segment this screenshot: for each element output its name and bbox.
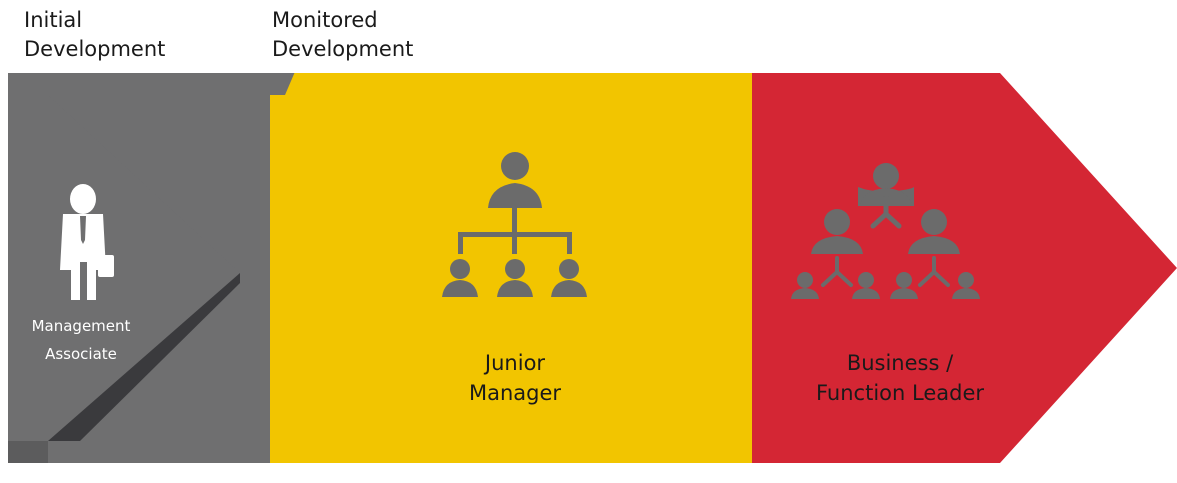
associate-chevron <box>8 95 240 441</box>
role-label-junior-manager: Junior Manager <box>468 351 562 405</box>
phase-label-initial-development: Initial Development <box>24 8 166 61</box>
business-person-icon <box>60 184 114 300</box>
role-label-management-associate: Management Associate <box>31 317 131 363</box>
large-org-chart-icon <box>791 163 980 299</box>
role-label-business-function-leader: Business / Function Leader <box>816 351 984 405</box>
associate-chevron-shadow <box>48 273 240 441</box>
associate-chevron-border-shadow <box>8 441 48 463</box>
frame-segment-red <box>752 73 1177 463</box>
small-org-chart-icon <box>442 152 587 297</box>
frame-segment-yellow-upper-cut <box>270 73 300 95</box>
phase-label-monitored-development: Monitored Development <box>272 8 414 61</box>
